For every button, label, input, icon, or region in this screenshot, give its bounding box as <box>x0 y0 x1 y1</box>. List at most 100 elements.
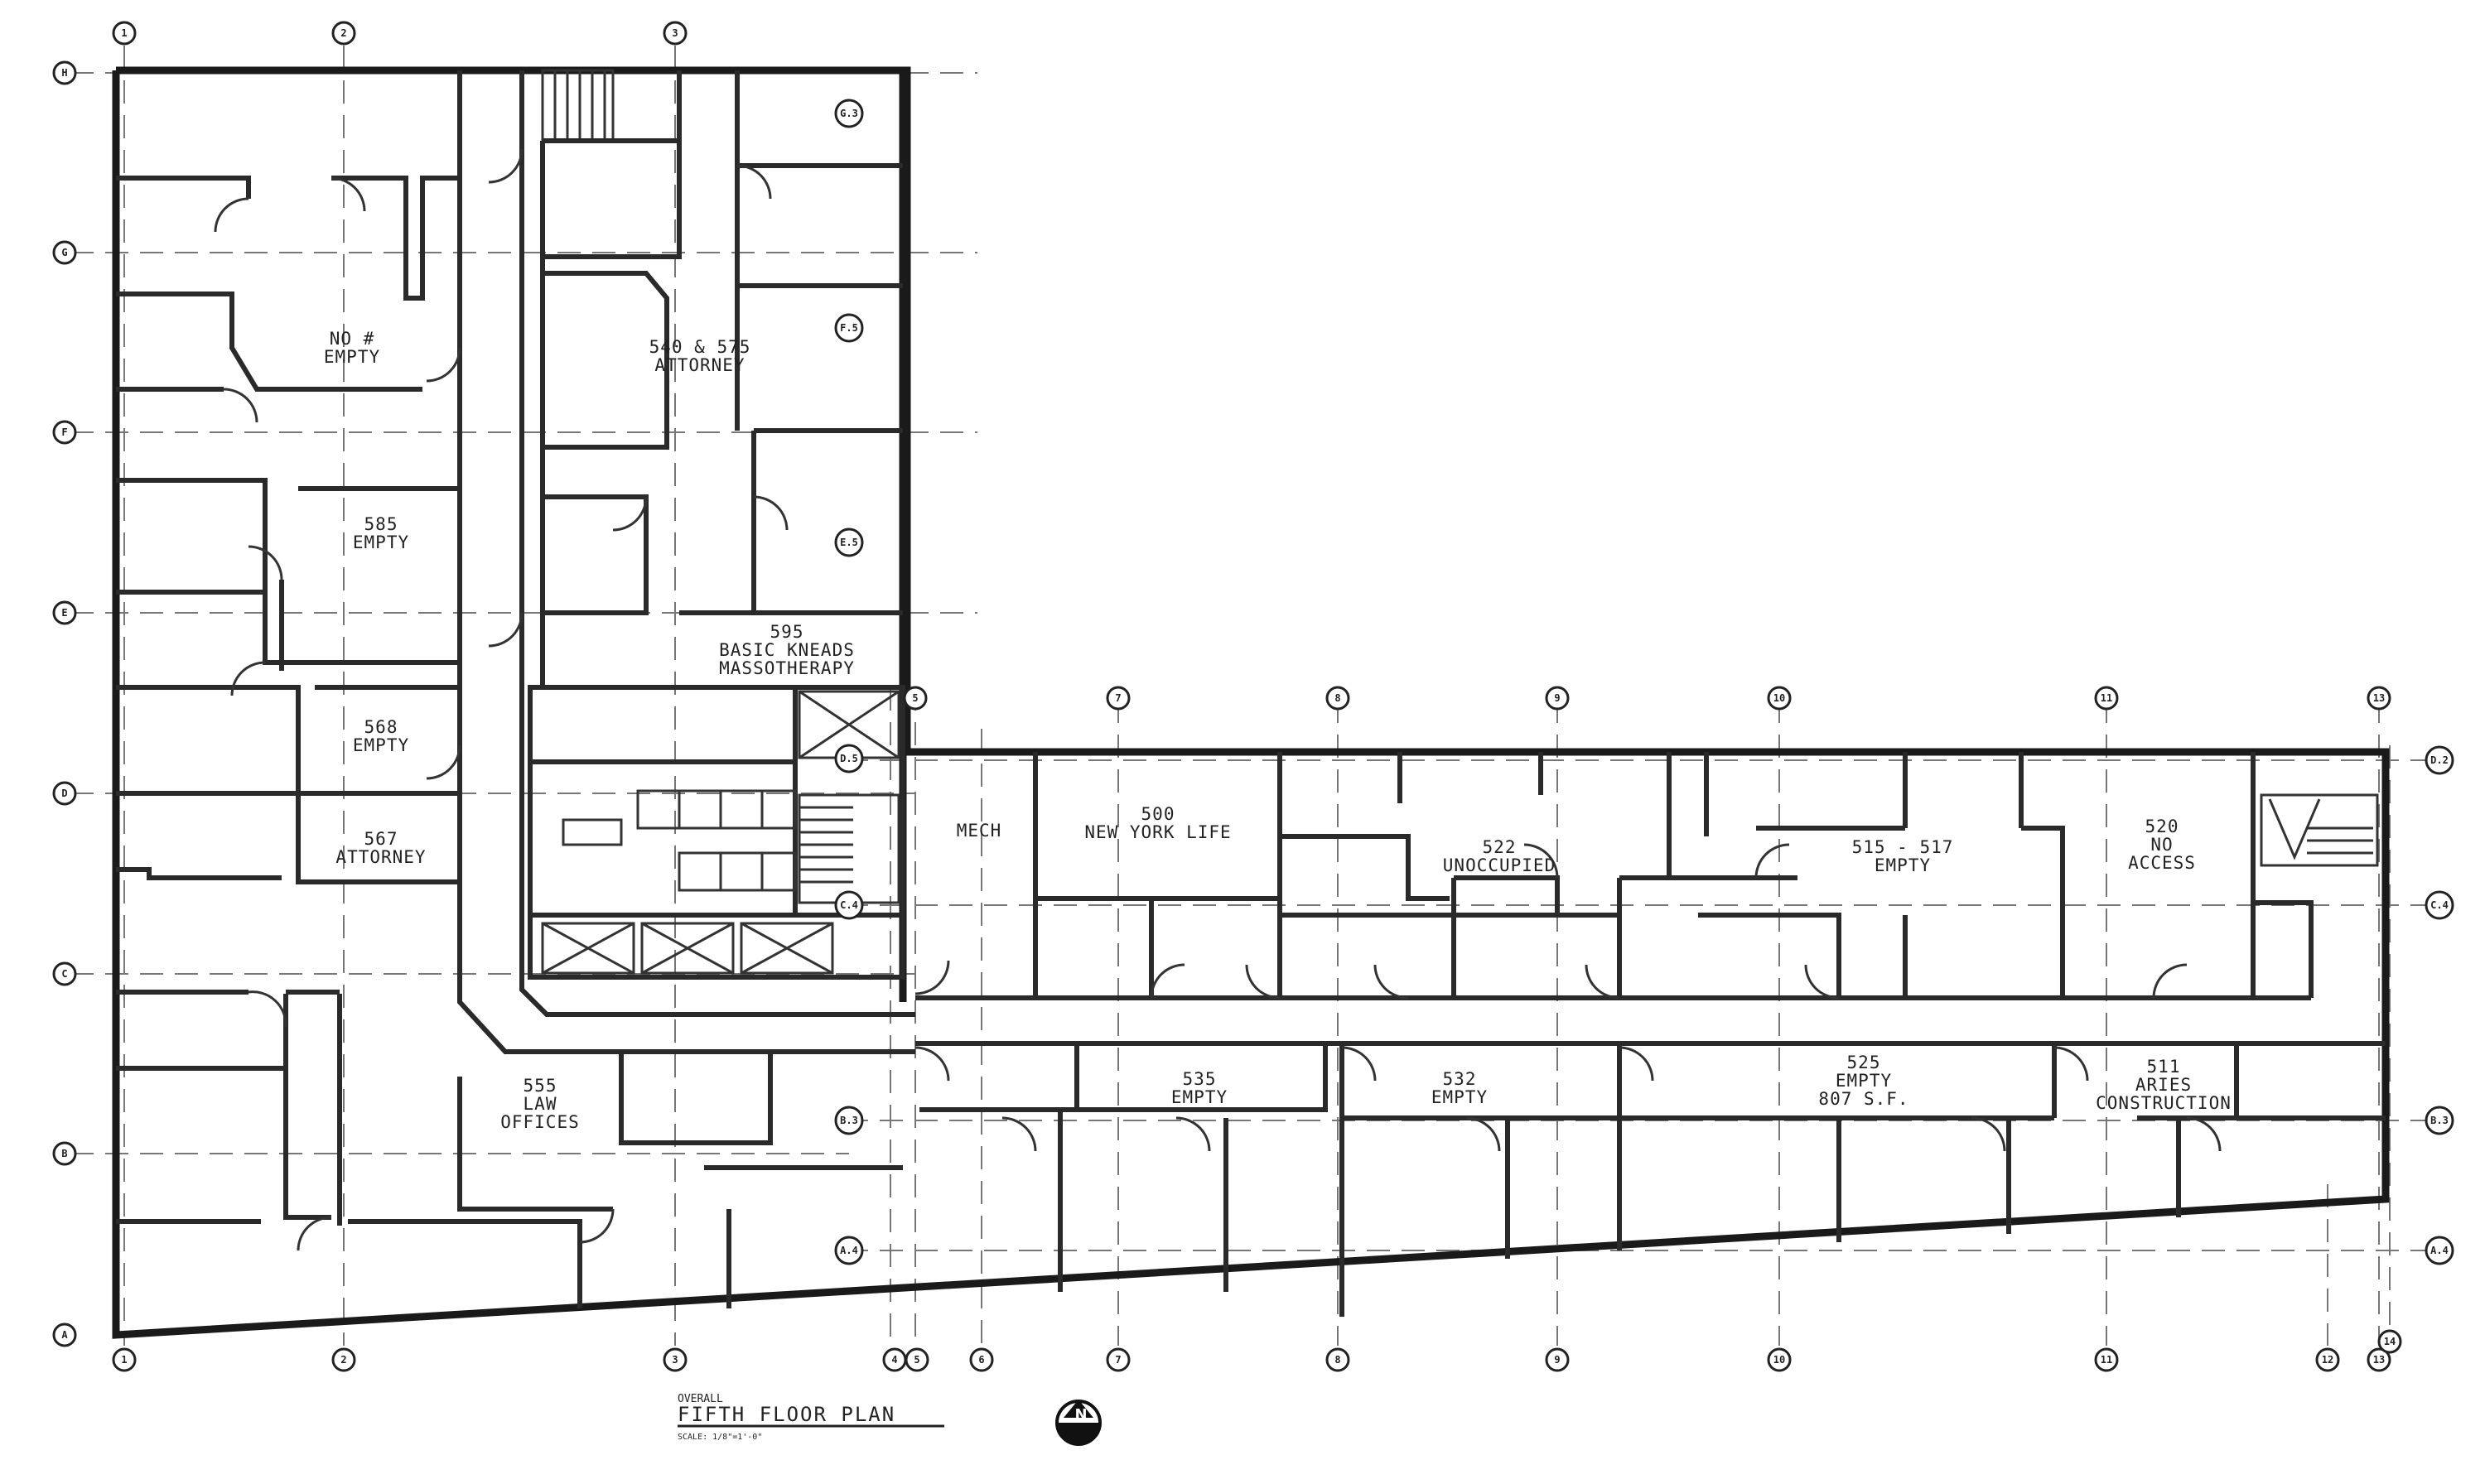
grid-bubble: 10 <box>1767 686 1792 711</box>
grid-bubble: 7 <box>1106 1347 1131 1372</box>
grid-bubble: 3 <box>663 1347 688 1372</box>
grid-bubble: 12 <box>2315 1347 2340 1372</box>
grid-bubble: 8 <box>1325 1347 1350 1372</box>
page-title: FIFTH FLOOR PLAN <box>678 1403 895 1426</box>
grid-bubble: E.5 <box>834 528 864 557</box>
interior-walls-left-wing <box>116 69 915 1308</box>
grid-bubble: H <box>52 60 77 85</box>
svg-text:13: 13 <box>2373 692 2385 704</box>
svg-text:C.4: C.4 <box>840 899 858 911</box>
grid-bubble: C <box>52 961 77 986</box>
grid-bubble: B <box>52 1141 77 1166</box>
svg-text:4: 4 <box>891 1354 897 1366</box>
svg-text:8: 8 <box>1334 1354 1340 1366</box>
svg-text:F.5: F.5 <box>840 322 858 334</box>
grid-bubble: A.4 <box>834 1236 864 1265</box>
grid-bubble: 11 <box>2094 1347 2119 1372</box>
svg-text:B.3: B.3 <box>840 1115 858 1126</box>
grid-bubble: 5 <box>903 686 928 711</box>
grid-bubble: D.2 <box>2425 745 2454 775</box>
grid-bubble: B.3 <box>834 1106 864 1135</box>
title-scale: SCALE: 1/8"=1'-0" <box>678 1433 762 1442</box>
svg-text:7: 7 <box>1115 692 1121 704</box>
svg-text:1: 1 <box>121 1354 127 1366</box>
svg-text:C.4: C.4 <box>2430 899 2449 911</box>
svg-text:9: 9 <box>1554 692 1560 704</box>
grid-bubble: G <box>52 240 77 265</box>
grid-bubble: 10 <box>1767 1347 1792 1372</box>
svg-text:13: 13 <box>2373 1354 2385 1366</box>
svg-text:9: 9 <box>1554 1354 1560 1366</box>
svg-text:2: 2 <box>340 27 346 39</box>
grid-bubble: A.4 <box>2425 1236 2454 1265</box>
grid-bubble: 1 <box>112 21 137 46</box>
grid-bubble: 7 <box>1106 686 1131 711</box>
svg-text:H: H <box>61 67 67 79</box>
grid-bubbles-right: D.2 C.4 B.3 A.4 <box>2425 745 2454 1265</box>
svg-text:10: 10 <box>1773 1354 1785 1366</box>
grid-bubble: 6 <box>969 1347 994 1372</box>
grid-bubble: E <box>52 600 77 625</box>
grid-bubble: C.4 <box>834 890 864 920</box>
svg-text:A: A <box>61 1329 68 1341</box>
exterior-walls <box>112 66 2390 1339</box>
grid-bubbles-top: 1 2 3 <box>112 21 688 46</box>
title-block: OVERALL FIFTH FLOOR PLAN SCALE: 1/8"=1'-… <box>678 1393 944 1442</box>
svg-text:1: 1 <box>121 27 127 39</box>
svg-text:G: G <box>61 247 67 258</box>
svg-text:C: C <box>61 968 67 980</box>
grid-bubble: 9 <box>1545 686 1570 711</box>
svg-text:N: N <box>1074 1406 1087 1424</box>
svg-text:10: 10 <box>1773 692 1785 704</box>
grid-bubble: 13 <box>2367 686 2391 711</box>
svg-text:A.4: A.4 <box>2430 1245 2449 1256</box>
title-overall: OVERALL <box>678 1393 723 1405</box>
svg-text:B.3: B.3 <box>2430 1115 2449 1126</box>
grid-bubble: 11 <box>2094 686 2119 711</box>
svg-text:3: 3 <box>672 1354 678 1366</box>
grid-bubble: D <box>52 781 77 806</box>
north-arrow-icon: N <box>1055 1400 1102 1446</box>
svg-text:B: B <box>61 1148 67 1159</box>
grid-bubble: A <box>52 1323 77 1347</box>
grid-bubble: 2 <box>331 21 356 46</box>
grid-bubbles-left: H G F E D C B A <box>52 60 77 1347</box>
svg-text:F: F <box>61 426 67 438</box>
grid-bubble: 14 <box>2377 1329 2402 1354</box>
svg-text:D: D <box>61 788 67 799</box>
svg-text:3: 3 <box>672 27 678 39</box>
grid-bubble: 5 <box>905 1347 929 1372</box>
svg-text:11: 11 <box>2101 692 2112 704</box>
grid-bubble: 4 <box>882 1347 907 1372</box>
room-label: NO #EMPTY <box>324 329 380 367</box>
svg-text:12: 12 <box>2322 1354 2333 1366</box>
svg-text:6: 6 <box>978 1354 984 1366</box>
interior-walls-right-wing <box>915 752 2386 1317</box>
svg-text:G.3: G.3 <box>840 108 858 119</box>
svg-text:D.5: D.5 <box>840 753 858 764</box>
grid-bubble: 1 <box>112 1347 137 1372</box>
room-label: MECH <box>957 821 1002 841</box>
svg-text:5: 5 <box>914 1354 919 1366</box>
grid-bubble: 13 <box>2367 1347 2391 1372</box>
grid-bubble: 2 <box>331 1347 356 1372</box>
svg-text:8: 8 <box>1334 692 1340 704</box>
grid-bubble: B.3 <box>2425 1106 2454 1135</box>
grid-bubble: 3 <box>663 21 688 46</box>
svg-text:5: 5 <box>912 692 918 704</box>
svg-text:7: 7 <box>1115 1354 1121 1366</box>
svg-text:D.2: D.2 <box>2430 754 2449 766</box>
